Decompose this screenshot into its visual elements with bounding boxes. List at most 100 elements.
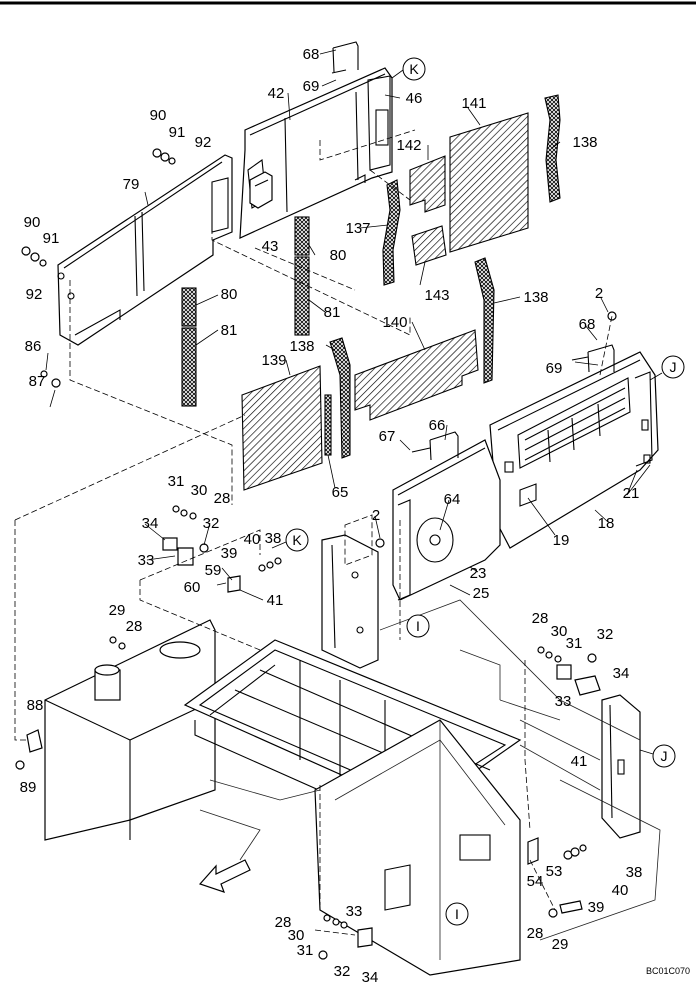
part-label: 90 bbox=[24, 214, 41, 231]
part-label: 29 bbox=[552, 936, 569, 953]
part-label: 139 bbox=[261, 352, 286, 369]
rubber-65 bbox=[324, 394, 332, 456]
part-label: 42 bbox=[268, 85, 285, 102]
seal-137 bbox=[382, 179, 401, 286]
leader-lines bbox=[45, 49, 651, 601]
svg-text:J: J bbox=[670, 359, 677, 375]
part-label: 46 bbox=[406, 90, 423, 107]
part-label: 142 bbox=[396, 137, 421, 154]
ref-marker-j-top: J bbox=[661, 355, 685, 379]
part-label: 30 bbox=[288, 927, 305, 944]
part-label: 138 bbox=[572, 134, 597, 151]
part-label: 31 bbox=[168, 473, 185, 490]
part-label: 81 bbox=[324, 304, 341, 321]
part-label: 32 bbox=[597, 626, 614, 643]
part-label: 30 bbox=[191, 482, 208, 499]
part-label: 91 bbox=[43, 230, 60, 247]
rear-upper-cover-42 bbox=[239, 67, 393, 239]
part-label: 34 bbox=[613, 665, 630, 682]
part-label: 64 bbox=[444, 491, 461, 508]
part-label: 39 bbox=[221, 545, 238, 562]
part-label: 43 bbox=[262, 238, 279, 255]
door-23 bbox=[392, 439, 501, 601]
part-label: 88 bbox=[27, 697, 44, 714]
part-label: 66 bbox=[429, 417, 446, 434]
ref-marker-j-bottom: J bbox=[652, 744, 676, 768]
part-label: 19 bbox=[553, 532, 570, 549]
part-label: 59 bbox=[205, 562, 222, 579]
part-label: 33 bbox=[555, 693, 572, 710]
part-label: 143 bbox=[424, 287, 449, 304]
part-label: 30 bbox=[551, 623, 568, 640]
part-label: 34 bbox=[362, 969, 379, 986]
part-label: 33 bbox=[138, 552, 155, 569]
ref-leaders bbox=[271, 69, 663, 755]
part-label: 33 bbox=[346, 903, 363, 920]
part-label: 80 bbox=[221, 286, 238, 303]
part-label: 39 bbox=[588, 899, 605, 916]
front-direction-arrow bbox=[198, 859, 251, 893]
ghost-background bbox=[199, 599, 661, 941]
hardware bbox=[15, 148, 617, 960]
part-label: 41 bbox=[571, 753, 588, 770]
part-label: 87 bbox=[29, 373, 46, 390]
door-18 bbox=[489, 351, 659, 549]
part-label: 89 bbox=[20, 779, 37, 796]
part-label: 31 bbox=[297, 942, 314, 959]
latch-43 bbox=[249, 171, 273, 209]
part-label: 41 bbox=[267, 592, 284, 609]
part-label: 28 bbox=[126, 618, 143, 635]
pin-67 bbox=[411, 447, 431, 453]
svg-text:J: J bbox=[661, 748, 668, 764]
part-label: 92 bbox=[195, 134, 212, 151]
part-label: 53 bbox=[546, 863, 563, 880]
part-label: 25 bbox=[473, 585, 490, 602]
part-label: 54 bbox=[527, 873, 544, 890]
part-label: 18 bbox=[598, 515, 615, 532]
side-cover-79 bbox=[57, 154, 233, 346]
ref-marker-i-mid: I bbox=[406, 614, 430, 638]
part-label: 138 bbox=[289, 338, 314, 355]
figure-code: BC01C070 bbox=[646, 966, 690, 976]
part-label: 91 bbox=[169, 124, 186, 141]
part-label: 2 bbox=[372, 507, 380, 524]
part-label: 60 bbox=[184, 579, 201, 596]
seal-138-top bbox=[544, 94, 561, 203]
foam-81 bbox=[294, 256, 310, 336]
part-label: 86 bbox=[25, 338, 42, 355]
part-label: 28 bbox=[275, 914, 292, 931]
pad-143 bbox=[411, 225, 447, 266]
part-label: 40 bbox=[244, 531, 261, 548]
pad-139 bbox=[241, 365, 323, 491]
part-label: 28 bbox=[532, 610, 549, 627]
part-label: 38 bbox=[265, 530, 282, 547]
handle-68-top bbox=[331, 41, 359, 74]
foam-81-left bbox=[181, 327, 197, 407]
part-labels: 68 69 42 46 141 138 142 90 91 92 79 43 8… bbox=[20, 46, 643, 986]
part-label: 31 bbox=[566, 635, 583, 652]
foam-80-left bbox=[181, 287, 197, 327]
lower-frame bbox=[314, 719, 521, 976]
part-label: 80 bbox=[330, 247, 347, 264]
seal-138-middle bbox=[474, 257, 495, 384]
part-label: 28 bbox=[527, 925, 544, 942]
handle-66 bbox=[429, 431, 459, 461]
part-label: 67 bbox=[379, 428, 396, 445]
part-label: 68 bbox=[579, 316, 596, 333]
fuel-tank bbox=[44, 619, 216, 841]
part-label: 32 bbox=[203, 515, 220, 532]
part-label: 92 bbox=[26, 286, 43, 303]
part-label: 65 bbox=[332, 484, 349, 501]
part-label: 140 bbox=[382, 314, 407, 331]
svg-text:K: K bbox=[292, 532, 302, 548]
part-label: 28 bbox=[214, 490, 231, 507]
part-label: 90 bbox=[150, 107, 167, 124]
part-label: 79 bbox=[123, 176, 140, 193]
svg-text:K: K bbox=[409, 61, 419, 77]
part-label: 2 bbox=[595, 285, 603, 302]
part-label: 29 bbox=[109, 602, 126, 619]
part-label: 137 bbox=[345, 220, 370, 237]
upright-plate-left bbox=[321, 534, 379, 669]
part-label: 69 bbox=[546, 360, 563, 377]
